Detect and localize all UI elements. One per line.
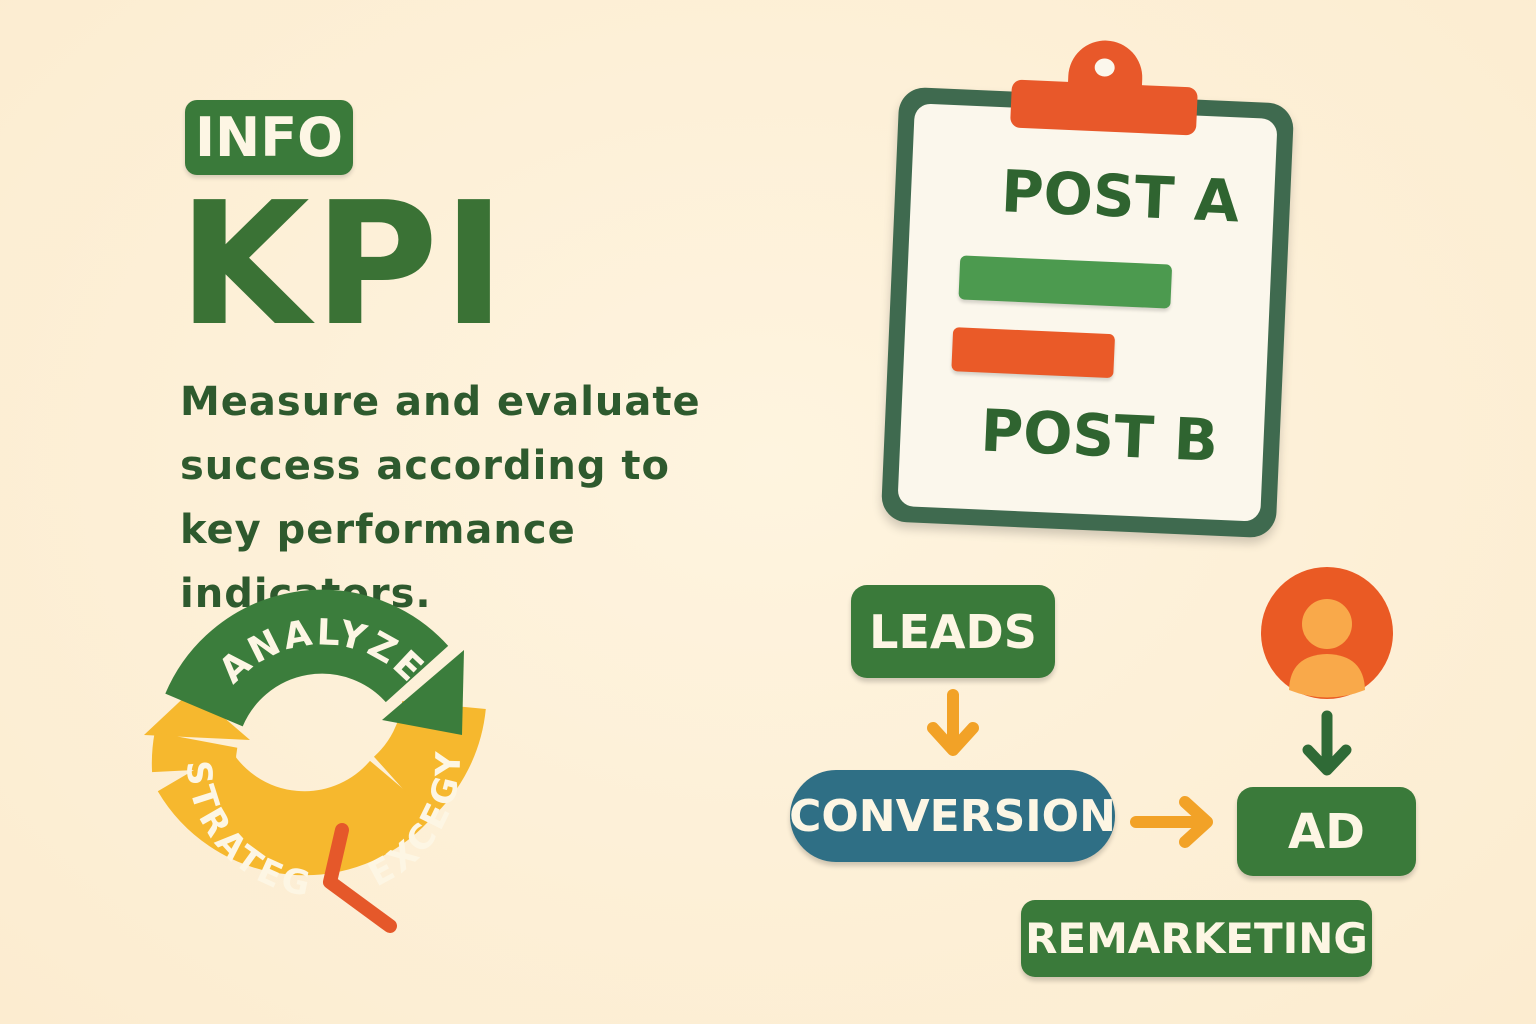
description: Measure and evaluate success according t… [180, 379, 701, 617]
strategy-arc [157, 747, 435, 876]
leads-box: LEADS [851, 585, 1055, 678]
orange-marker [323, 823, 397, 933]
page-title: KPI [178, 166, 510, 364]
user-avatar-icon [1261, 567, 1393, 699]
green-arrowhead [382, 650, 464, 735]
info-badge: INFO [185, 100, 353, 175]
yellow-arrowhead [144, 690, 250, 740]
arrow-conversion-to-ad [1130, 796, 1213, 848]
ad-box: AD [1237, 787, 1416, 876]
arrow-user-to-ad [1302, 710, 1352, 776]
arrow-leads-to-conversion [927, 689, 979, 756]
conversion-pill: CONVERSION [789, 770, 1116, 862]
remarketing-box: REMARKETING [1021, 900, 1372, 977]
analyze-arc [165, 589, 449, 728]
